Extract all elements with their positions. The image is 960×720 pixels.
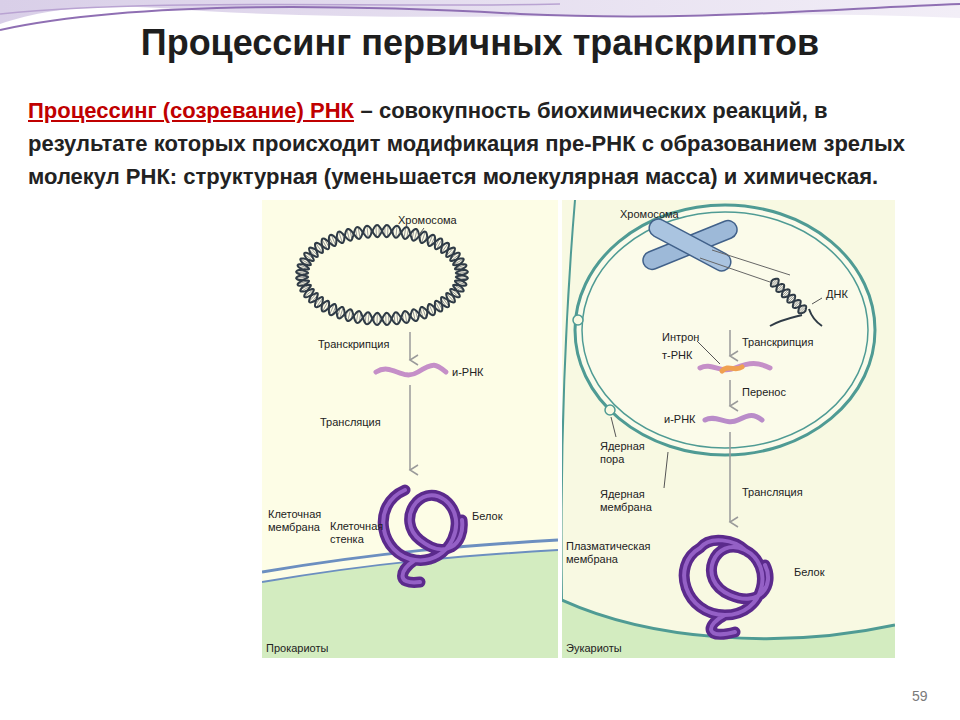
process-label: Трансляция [742, 486, 803, 499]
leader-line [418, 228, 424, 236]
part-label: Клеточная стенка [330, 520, 386, 546]
nuclear-pore [605, 405, 615, 415]
chromosome [640, 216, 739, 274]
process-label: Транскрипция [318, 338, 389, 351]
definition-text: Процессинг (созревание) РНК– совокупност… [28, 94, 908, 673]
arrow [729, 330, 731, 356]
part-label: Белок [472, 510, 502, 523]
protein [684, 540, 768, 634]
panel: Эукариоты [562, 200, 895, 658]
panel: Прокариоты [262, 200, 558, 658]
part-label: Плазматическая мембрана [566, 540, 658, 566]
panel-caption: Эукариоты [566, 642, 622, 654]
intron [722, 367, 742, 371]
panel-ground [562, 200, 895, 658]
process-label: Транскрипция [742, 336, 813, 349]
arrow [729, 380, 731, 406]
part-label: Белок [794, 566, 824, 579]
base-pair [376, 313, 377, 325]
term: Процессинг (созревание) РНК [28, 98, 354, 123]
dna-strand [296, 225, 468, 325]
nuclear-membrane [575, 205, 875, 455]
mrna [376, 365, 446, 375]
page-number: 59 [912, 690, 928, 703]
arrow [409, 332, 411, 360]
arrow [409, 385, 411, 470]
protein [383, 490, 462, 582]
part-label: и-РНК [452, 366, 484, 379]
part-label: и-РНК [664, 413, 696, 426]
part-label: Интрон [662, 331, 699, 344]
leader-line [812, 298, 822, 304]
part-label: Хромосома [620, 208, 679, 221]
dna-strand [296, 225, 468, 325]
part-label: Ядерная мембрана [600, 488, 662, 514]
part-label: т-РНК [662, 349, 692, 362]
process-label: Трансляция [320, 416, 381, 429]
float-spacer [907, 94, 908, 193]
mrna [705, 416, 762, 422]
leader-line [697, 341, 720, 364]
leader-line [700, 258, 770, 282]
leader-line [611, 417, 616, 437]
base-pair [396, 226, 397, 238]
base-pair [367, 226, 368, 238]
nuclear-membrane [582, 212, 868, 448]
arrow [729, 432, 731, 522]
panel-caption: Прокариоты [266, 642, 328, 654]
part-label: ДНК [826, 288, 848, 301]
nuclear-pore [573, 315, 583, 325]
slide-title: Процессинг первичных транскриптов [0, 22, 960, 64]
dna-fork [770, 309, 822, 326]
dna-strand [772, 279, 805, 314]
float-spacer [253, 193, 908, 673]
part-label: Ядерная пора [600, 440, 652, 466]
leader-line [664, 452, 668, 488]
part-label: Хромосома [398, 214, 457, 227]
leader-line [712, 250, 790, 275]
process-label: Перенос [742, 386, 786, 399]
part-label: Клеточная мембрана [268, 508, 334, 534]
decor-curve [0, 4, 560, 14]
panel-ground [262, 200, 558, 658]
